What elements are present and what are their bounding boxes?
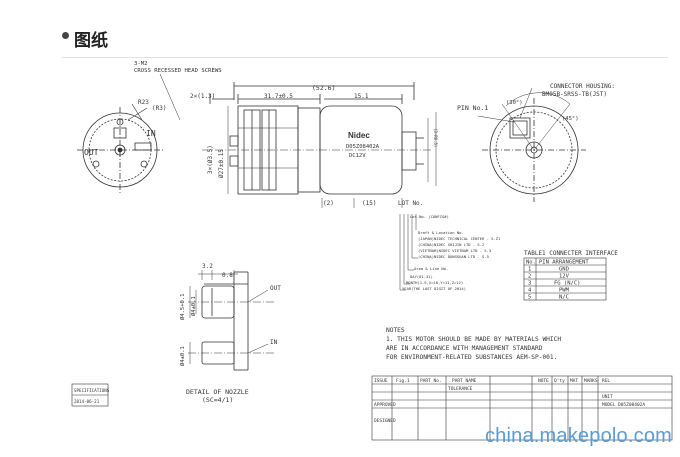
tb-rel: REL — [602, 378, 610, 384]
lot-note: (JAPAN)NIDEC TECHNICAL CENTER - S.Z1 — [418, 236, 501, 241]
dim-flange: 2×(1.3) — [190, 93, 215, 100]
connector-housing-1: CONNECTOR HOUSING: — [550, 83, 615, 90]
note-line: FOR ENVIRONMENT-RELATED SUBSTANCES AEM-S… — [386, 354, 557, 361]
front-view — [77, 103, 163, 193]
spec-box — [71, 383, 109, 407]
table-cell: 3 — [528, 281, 531, 287]
nozzle-dim-3-2: 3.2 — [202, 263, 213, 270]
lot-no-label: LOT No. — [398, 200, 423, 207]
note-line: 1. THIS MOTOR SHOULD BE MADE BY MATERIAL… — [386, 336, 561, 343]
nozzle-dim-in: Ø4±0.1 — [179, 346, 186, 366]
table-cell: 4 — [528, 288, 532, 294]
screw-callout-2: CROSS RECESSED HEAD SCREWS — [134, 68, 222, 74]
header-divider — [62, 57, 668, 58]
dim-body-length: 31.7±0.5 — [264, 93, 293, 100]
tb-fig: Fig.1 — [396, 378, 410, 384]
connector-table — [523, 257, 607, 301]
lot-note: YEAR(THE LAST DIGIT OF 2014) — [402, 286, 466, 291]
table-cell: 5 — [528, 295, 531, 301]
lot-note: Lot.No. (CONFIG#) — [410, 214, 449, 219]
tb-qty: Q'ty — [554, 378, 565, 384]
front-in-label: IN — [146, 129, 156, 138]
nozzle-dim-out: Ø4±0.1 — [190, 296, 197, 316]
tb-marks: MARKS — [584, 378, 598, 384]
tb-partname: PART NAME — [452, 378, 477, 384]
tb-approved: APPROVED — [374, 402, 396, 408]
table-header-pin: PIN ARRANGEMENT — [539, 260, 589, 266]
table-cell: N/C — [559, 295, 569, 301]
model-marking: D05Z08402A — [346, 144, 380, 150]
tb-tolerance: TOLERANCE — [448, 386, 473, 392]
tb-model-no: D05Z08402A — [618, 402, 645, 408]
side-view — [202, 82, 437, 208]
brand-marking: Nidec — [348, 131, 370, 140]
spec-box-label: SPECIFICATIONS — [74, 388, 110, 393]
connector-table-text: No. PIN ARRANGEMENT 1 GND 2 12V 3 FG (N/… — [526, 260, 589, 301]
title-block — [371, 375, 673, 441]
drawing-svg: OUT IN R23 (R3) 3-M2 CROSS RECESSED HEAD… — [71, 61, 673, 441]
section-title: 图纸 — [74, 31, 108, 51]
lot-note: Area & Line No. — [414, 266, 448, 271]
front-out-label: OUT — [84, 148, 99, 157]
front-dim-r3: (R3) — [152, 105, 166, 112]
table-cell: 1 — [528, 267, 531, 273]
screw-leader — [159, 73, 181, 121]
table-cell: 12V — [559, 274, 570, 280]
side-dim-note: (3-R0.5) — [433, 128, 438, 147]
table-cell: PWM — [559, 288, 570, 294]
nozzle-in-label: IN — [270, 339, 278, 346]
nozzle-dim-0-8: 0.8 — [222, 272, 233, 279]
pin-no1-label: PIN No.1 — [457, 104, 488, 112]
tb-partno: PART No. — [420, 378, 442, 384]
tb-mat: MAT — [570, 378, 578, 384]
note-line: NOTES — [386, 327, 405, 334]
lot-notes: Lot.No. (CONFIG#) Draft & Location No. (… — [402, 214, 501, 291]
nozzle-detail — [188, 270, 276, 371]
table-header-no: No. — [526, 260, 536, 266]
voltage-marking: DC12V — [349, 153, 366, 159]
tb-model: MODEL — [602, 402, 616, 408]
nozzle-dim-tip: Ø4.5+0.1 — [179, 294, 186, 321]
lot-note: Draft & Location No. — [418, 230, 464, 235]
screw-callout-1: 3-M2 — [134, 61, 147, 67]
dim-screw-holes: 3×(Ø3.5) — [207, 145, 214, 174]
dim-overall-length: (52.6) — [312, 84, 335, 92]
lot-note: (CHINA)NIDEC SHIJIN LTD - S.2 — [418, 242, 484, 247]
lot-note: (CHINA)NIDEC DONGGUAN LTD - S.5 — [418, 254, 489, 259]
dim-bottom-2: (2) — [323, 200, 334, 207]
tb-issue: ISSUE — [374, 378, 388, 384]
table-cell: 2 — [528, 274, 531, 280]
angle-dim-1: (30°) — [506, 100, 523, 106]
tb-designed: DESIGNED — [374, 418, 396, 424]
section-header: 图纸 — [0, 0, 680, 58]
lot-callout-lines — [399, 214, 418, 291]
title-block-text: ISSUE Fig.1 PART No. PART NAME NOTE Q'ty… — [374, 378, 645, 424]
notes: NOTES 1. THIS MOTOR SHOULD BE MADE BY MA… — [386, 327, 561, 361]
lot-note: (VIETNAM)NIDEC VIETNAM LTD - S.3 — [418, 248, 491, 253]
angle-dim-2: (45°) — [562, 116, 579, 122]
bullet-icon — [62, 32, 69, 39]
front-dim-r23: R23 — [138, 99, 149, 106]
nozzle-out-label: OUT — [270, 285, 281, 292]
watermark: china.makepolo.com — [484, 425, 672, 447]
lot-note: DAY(01-31) — [410, 274, 433, 279]
nozzle-caption-2: (SC=4/1) — [202, 396, 233, 404]
table-title: TABLE1 CONNECTER INTERFACE — [524, 250, 618, 257]
connector-housing-2: BM05B-SRSS-TB(JST) — [542, 91, 607, 98]
dim-bottom-15: (15) — [362, 200, 376, 207]
dim-diameter: Ø27±0.15 — [218, 149, 225, 178]
rear-view — [477, 87, 586, 202]
table-cell: FG (N/C) — [554, 281, 581, 287]
tb-note: NOTE — [538, 378, 549, 384]
tb-unit: UNIT — [602, 394, 613, 400]
dim-rear-length: 15.1 — [354, 93, 369, 100]
table-cell: GND — [559, 267, 569, 273]
spec-box-date: 2014-06-21 — [74, 399, 100, 404]
technical-drawing: OUT IN R23 (R3) 3-M2 CROSS RECESSED HEAD… — [62, 58, 680, 452]
note-line: ARE IN ACCORDANCE WITH MANAGEMENT STANDA… — [386, 345, 543, 352]
nozzle-caption-1: DETAIL OF NOZZLE — [186, 388, 249, 396]
lot-note: MONTH(1-9,X=10,Y=11,Z=12) — [406, 280, 463, 285]
